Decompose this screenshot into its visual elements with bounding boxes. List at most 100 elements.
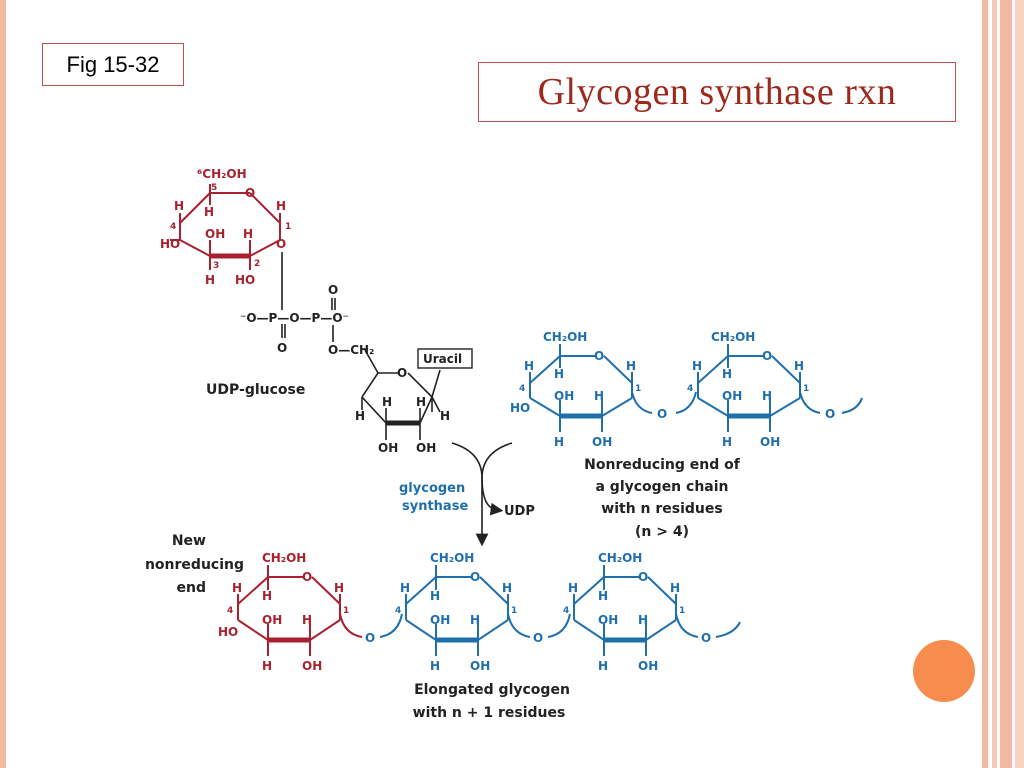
chain-bonds-top: [529, 344, 863, 432]
bottom-resA-h4: H: [400, 581, 410, 595]
bottom-resA-oh3: OH: [430, 613, 450, 627]
c1-oxygen: O: [276, 237, 286, 251]
top-res2-ch2oh: CH₂OH: [711, 330, 755, 344]
udp-product: UDP: [504, 504, 535, 519]
carbon-4-number: 4: [170, 222, 176, 232]
new-res-num4: 4: [227, 606, 233, 616]
new-res-h3: H: [262, 659, 272, 673]
bottom-resA-h5: H: [430, 589, 440, 603]
top-res2-h3: H: [722, 435, 732, 449]
c5-h: H: [204, 205, 214, 219]
new-res-num1: 1: [343, 606, 349, 616]
enzyme-name-line1: glycogen: [399, 481, 465, 496]
ribose-ring: [361, 369, 441, 440]
bottom-resA-num1: 1: [511, 606, 517, 616]
c1-h: H: [276, 199, 286, 213]
right-border-stripe-2: [992, 0, 997, 768]
c4-ho: HO: [160, 237, 180, 251]
uracil-box: [417, 348, 473, 369]
top-res2-h5: H: [722, 367, 732, 381]
bottom-resA-oh2: OH: [470, 659, 490, 673]
top-link-o-2: O: [825, 407, 835, 421]
reaction-arrow: glycogen synthase UDP: [399, 442, 535, 547]
top-res1-ring-o: O: [594, 349, 604, 363]
top-res2-num4: 4: [687, 384, 693, 394]
top-res2-oh2: OH: [760, 435, 780, 449]
top-res1-num4: 4: [519, 384, 525, 394]
bottom-resB-ch2oh: CH₂OH: [598, 551, 642, 565]
new-residue-bonds-red: [237, 565, 363, 656]
top-res1-oh3: OH: [554, 389, 574, 403]
figure-label: Fig 15-32: [42, 43, 184, 86]
carbon-2-number: 2: [254, 259, 260, 269]
udp-glucose-name: UDP-glucose: [206, 382, 305, 398]
c3-h-bottom: H: [205, 273, 215, 287]
bottom-resB-h2: H: [638, 613, 648, 627]
bottom-resB-num1: 1: [679, 606, 685, 616]
ribose-h-c1: H: [440, 409, 450, 423]
bottom-link-o-A: O: [533, 631, 543, 645]
diphosphate-bonds: [281, 252, 379, 374]
ring-oxygen: O: [245, 186, 255, 200]
udp-glucose-molecule: ⁶CH₂OH 5 O H 1 O H H 4 HO OH H 3 2 H HO: [160, 167, 473, 455]
c6-ch2oh-label: ⁶CH₂OH: [197, 167, 247, 181]
top-res2-oh3: OH: [722, 389, 742, 403]
bottom-resA-num4: 4: [395, 606, 401, 616]
ribose-oh-2: OH: [416, 441, 436, 455]
bottom-resA-h2: H: [470, 613, 480, 627]
bottom-resB-h5: H: [598, 589, 608, 603]
top-res2-ring-o: O: [762, 349, 772, 363]
new-res-h5: H: [262, 589, 272, 603]
ribose-h-c4: H: [355, 409, 365, 423]
new-res-h4: H: [232, 581, 242, 595]
bottom-resB-h1: H: [670, 581, 680, 595]
c2-ho-bottom: HO: [235, 273, 255, 287]
decorative-orange-circle: [913, 640, 975, 702]
c4-h-top: H: [174, 199, 184, 213]
nonreducing-label-line1: Nonreducing end of: [584, 457, 741, 473]
right-border-stripe-1: [982, 0, 988, 768]
nonreducing-label-line3: with n residues: [601, 501, 722, 517]
top-res2-h2: H: [762, 389, 772, 403]
carbon-1-number: 1: [285, 222, 291, 232]
new-res-oh3: OH: [262, 613, 282, 627]
ribose-h-c2: H: [416, 395, 426, 409]
right-border-stripe-3: [1000, 0, 1012, 768]
new-res-oh2: OH: [302, 659, 322, 673]
elongated-chain-bonds-blue: [379, 565, 741, 656]
top-res1-h5: H: [554, 367, 564, 381]
nonreducing-label-line2: a glycogen chain: [595, 479, 728, 495]
top-res2-h4: H: [692, 359, 702, 373]
ribose-oh-3: OH: [378, 441, 398, 455]
bottom-link-o-B: O: [701, 631, 711, 645]
bottom-resB-ring-o: O: [638, 570, 648, 584]
o-ch2-label: O—CH₂: [328, 343, 374, 357]
new-res-ring-o: O: [302, 570, 312, 584]
bottom-resB-oh2: OH: [638, 659, 658, 673]
right-border-stripe-4: [1015, 0, 1024, 768]
uracil-label: Uracil: [423, 352, 462, 366]
new-res-ch2oh: CH₂OH: [262, 551, 306, 565]
top-res1-ho: HO: [510, 401, 530, 415]
new-end-label-line1: New: [172, 533, 206, 549]
left-border-stripe: [0, 0, 6, 768]
phosphate-top-oxygen: O: [328, 283, 338, 297]
new-res-h1: H: [334, 581, 344, 595]
top-res1-oh2: OH: [592, 435, 612, 449]
top-res2-h1: H: [794, 359, 804, 373]
elongated-label-line1: Elongated glycogen: [414, 682, 570, 698]
top-link-o-1: O: [657, 407, 667, 421]
bottom-resB-num4: 4: [563, 606, 569, 616]
carbon-3-number: 3: [213, 261, 219, 271]
top-res1-h3: H: [554, 435, 564, 449]
new-end-label-line3: end: [177, 580, 206, 596]
phosphate-bottom-oxygen: O: [277, 341, 287, 355]
bottom-link-o-new: O: [365, 631, 375, 645]
carbon-5-number: 5: [211, 183, 217, 193]
elongated-label-line2: with n + 1 residues: [413, 705, 566, 721]
enzyme-name-line2: synthase: [402, 499, 468, 514]
bottom-resA-ch2oh: CH₂OH: [430, 551, 474, 565]
bottom-resB-oh3: OH: [598, 613, 618, 627]
glycogen-chain-n: CH₂OH O H 1 H H 4 HO OH H H OH O CH₂OH O…: [510, 330, 863, 540]
